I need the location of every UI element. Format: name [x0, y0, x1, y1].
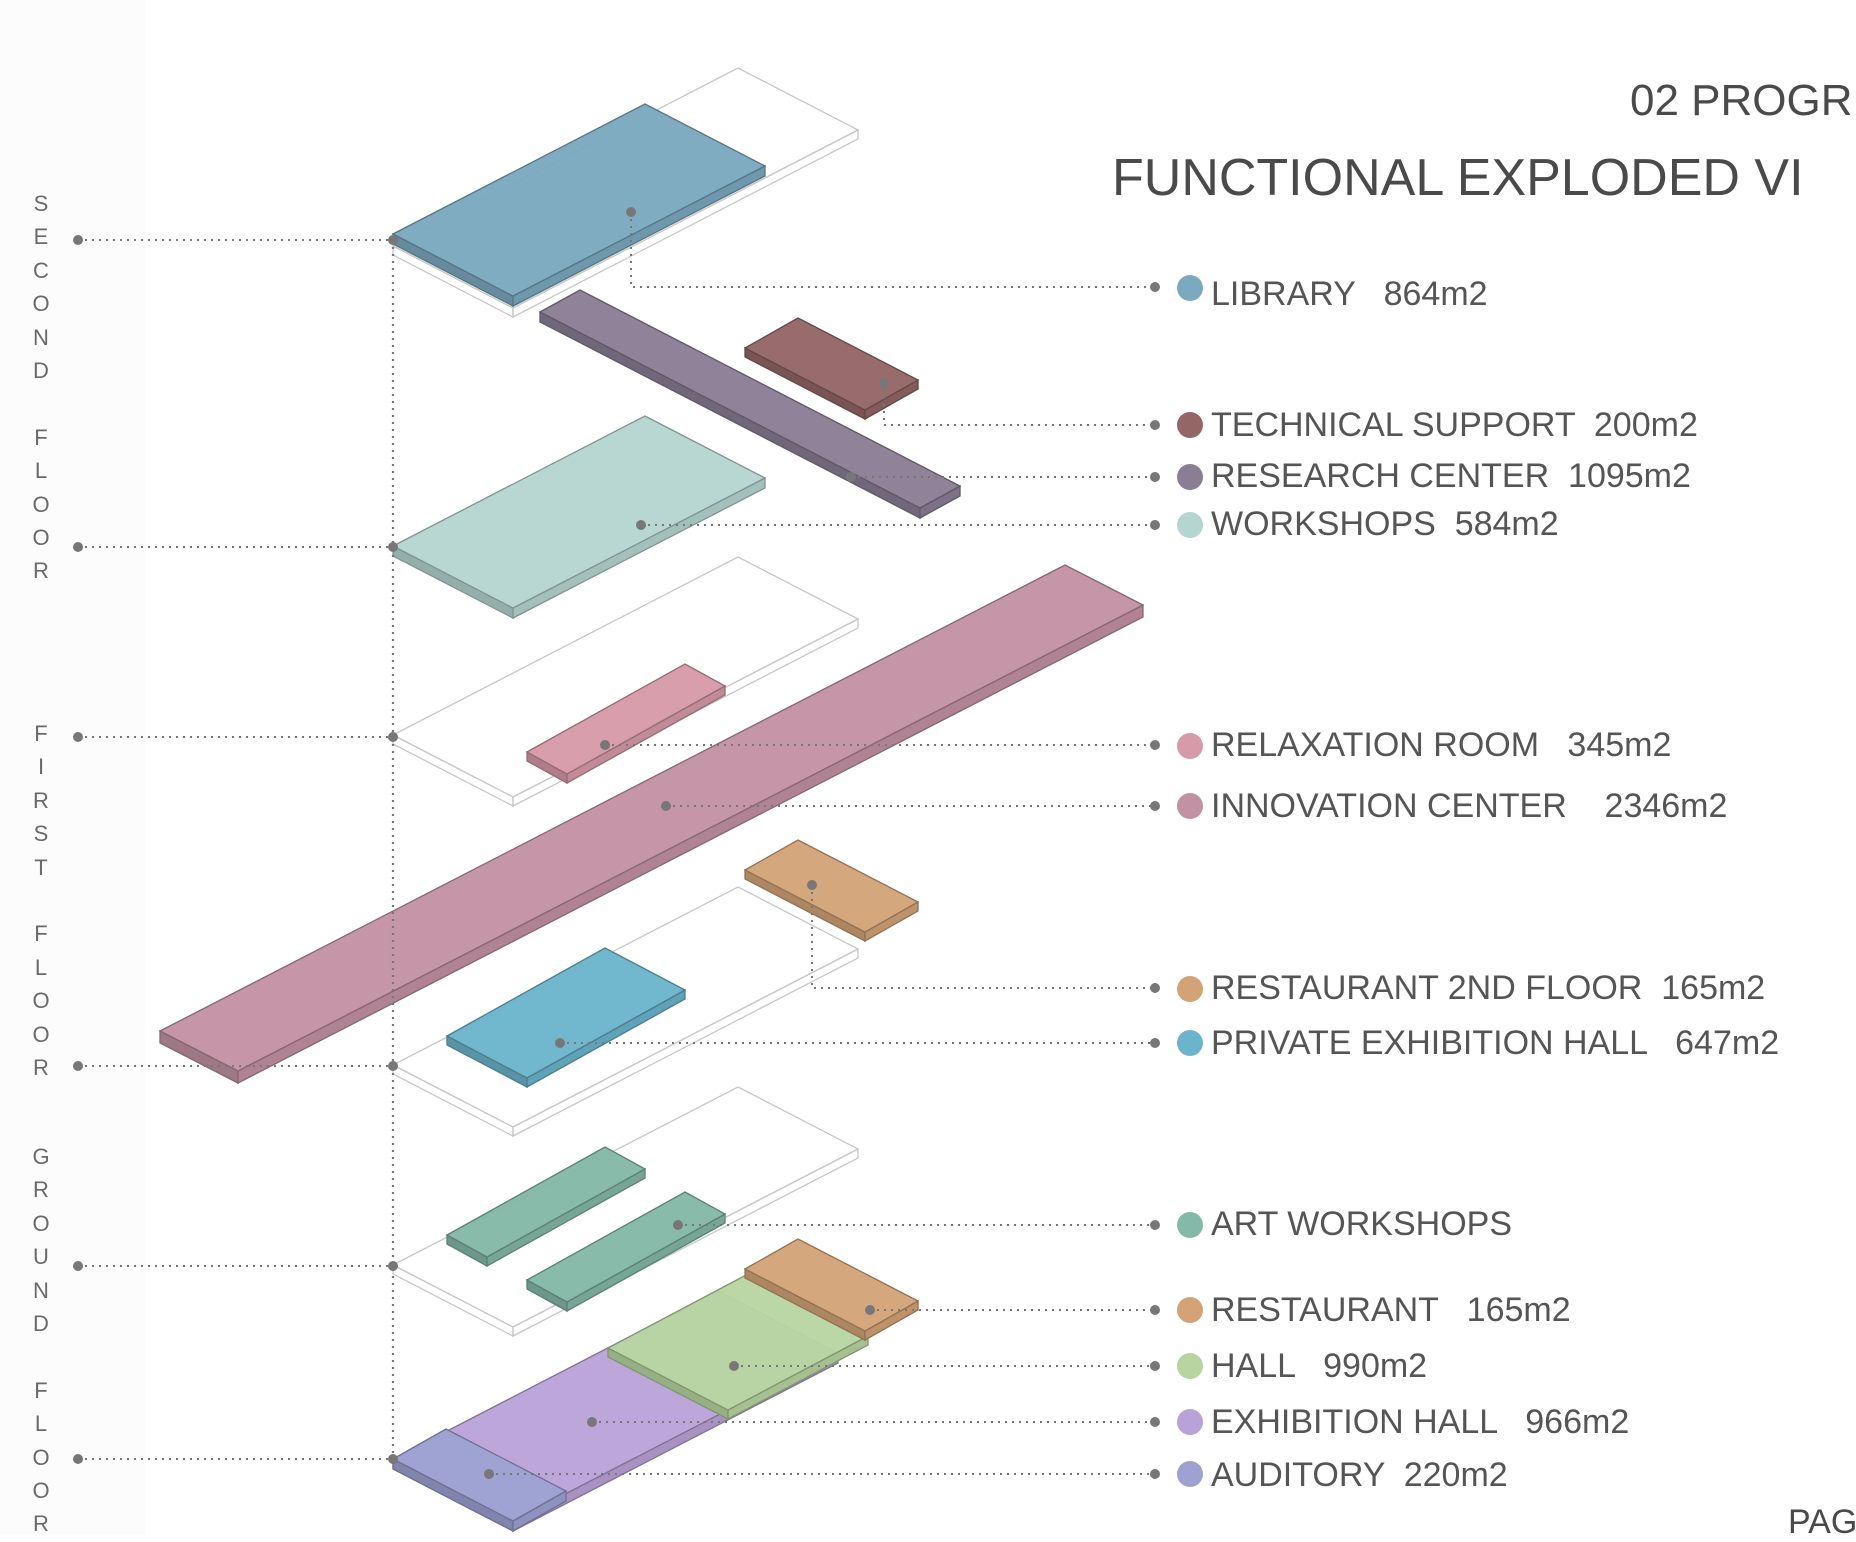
leader-end-dot-technical-support	[1150, 420, 1160, 430]
leader-start-dot-relaxation-room	[600, 740, 610, 750]
leader-lines	[73, 207, 1160, 1479]
leader-start-dot-restaurant-2nd-floor	[807, 880, 817, 890]
leader-end-dot-auditory	[1150, 1469, 1160, 1479]
legend-restaurant: RESTAURANT 165m2	[1211, 1291, 1571, 1329]
legend-exhibition-hall: EXHIBITION HALL 966m2	[1211, 1403, 1630, 1441]
block-private-exhibition-hall	[445, 947, 687, 1089]
block-auditory	[391, 1428, 568, 1533]
leader-end-dot-private-exhibition-hall	[1150, 1038, 1160, 1048]
leader-start-dot-technical-support	[879, 378, 889, 388]
leader-start-dot-exhibition-hall	[587, 1417, 597, 1427]
leader-end-dot-art-workshops	[1150, 1220, 1160, 1230]
floor-leader-dot-right-5	[388, 1261, 398, 1271]
leader-end-dot-exhibition-hall	[1150, 1417, 1160, 1427]
block-restaurant	[743, 1238, 920, 1342]
floor-leader-dot-left-1	[73, 235, 83, 245]
floor-label-first: F I R S T F L O O R	[32, 721, 50, 1081]
legend-swatch-relaxation-room	[1177, 733, 1203, 759]
legend-swatch-hall	[1177, 1353, 1203, 1379]
leader-end-dot-library	[1150, 282, 1160, 292]
leader-start-dot-restaurant	[865, 1305, 875, 1315]
floor-leader-dot-left-3	[73, 732, 83, 742]
legend-research-center: RESEARCH CENTER 1095m2	[1211, 457, 1691, 495]
legend-swatch-library	[1177, 275, 1203, 301]
legend-swatch-innovation-center	[1177, 793, 1203, 819]
floor-leader-dot-right-2	[388, 542, 398, 552]
diagram-title: FUNCTIONAL EXPLODED VI	[1112, 149, 1804, 207]
floor-label-second: S E C O N D F L O O R	[32, 191, 50, 584]
program-blocks	[158, 103, 1145, 1533]
floor-leader-dot-left-6	[73, 1454, 83, 1464]
legend-private-exhibition-hall: PRIVATE EXHIBITION HALL 647m2	[1211, 1024, 1780, 1062]
block-technical-support	[743, 317, 920, 421]
legend-restaurant-2nd-floor: RESTAURANT 2ND FLOOR 165m2	[1211, 969, 1766, 1007]
floor-leader-dot-left-5	[73, 1261, 83, 1271]
leader-start-dot-research-center	[846, 472, 856, 482]
block-relaxation-room	[525, 663, 727, 785]
leader-end-dot-relaxation-room	[1150, 740, 1160, 750]
legend-swatch-restaurant	[1177, 1297, 1203, 1323]
leader-end-dot-workshops	[1150, 520, 1160, 530]
block-innovation-center	[158, 564, 1145, 1085]
legend-auditory: AUDITORY 220m2	[1211, 1456, 1508, 1494]
leader-start-dot-innovation-center	[661, 801, 671, 811]
floor-leader-dot-right-6	[388, 1454, 398, 1464]
leader-start-dot-library	[626, 207, 636, 217]
legend-swatch-private-exhibition-hall	[1177, 1030, 1203, 1056]
block-workshops	[391, 415, 767, 620]
floor-leader-dot-right-1	[388, 235, 398, 245]
block-art-workshops-2	[525, 1191, 727, 1313]
legend-workshops: WORKSHOPS 584m2	[1211, 505, 1559, 543]
legend-swatch-workshops	[1177, 512, 1203, 538]
legend-technical-support: TECHNICAL SUPPORT 200m2	[1211, 406, 1698, 444]
leader-start-dot-art-workshops	[673, 1220, 683, 1230]
leader-end-dot-restaurant-2nd-floor	[1150, 983, 1160, 993]
legend-swatch-exhibition-hall	[1177, 1409, 1203, 1435]
legend-innovation-center: INNOVATION CENTER 2346m2	[1211, 787, 1728, 825]
leader-end-dot-innovation-center	[1150, 801, 1160, 811]
legend-hall: HALL 990m2	[1211, 1347, 1428, 1385]
leader-technical-support	[883, 383, 1155, 426]
floor-leader-dot-left-2	[73, 542, 83, 552]
leader-start-dot-workshops	[636, 520, 646, 530]
block-restaurant-2nd-floor	[743, 839, 920, 943]
legend-swatch-art-workshops	[1177, 1212, 1203, 1238]
leader-end-dot-restaurant	[1150, 1305, 1160, 1315]
floor-leader-dot-right-3	[388, 732, 398, 742]
legend-library: LIBRARY 864m2	[1211, 275, 1488, 313]
floor-leader-dot-right-4	[388, 1061, 398, 1071]
floor-leader-dot-left-4	[73, 1061, 83, 1071]
legend-swatch-technical-support	[1177, 412, 1203, 438]
legend-swatch-restaurant-2nd-floor	[1177, 976, 1203, 1002]
section-heading: 02 PROGR	[1630, 76, 1853, 125]
leader-start-dot-private-exhibition-hall	[555, 1038, 565, 1048]
block-research-center	[538, 289, 962, 520]
leader-start-dot-auditory	[484, 1469, 494, 1479]
leader-end-dot-hall	[1150, 1361, 1160, 1371]
floor-label-ground: G R O U N D F L O O R	[32, 1144, 50, 1537]
page-number: PAG	[1788, 1503, 1856, 1541]
leader-end-dot-research-center	[1150, 472, 1160, 482]
legend-swatch-auditory	[1177, 1461, 1203, 1487]
legend-art-workshops: ART WORKSHOPS	[1211, 1205, 1513, 1243]
block-library	[391, 103, 767, 308]
block-art-workshops	[445, 1146, 647, 1268]
legend-relaxation-room: RELAXATION ROOM 345m2	[1211, 726, 1672, 764]
legend-swatch-research-center	[1177, 464, 1203, 490]
leader-start-dot-hall	[729, 1361, 739, 1371]
